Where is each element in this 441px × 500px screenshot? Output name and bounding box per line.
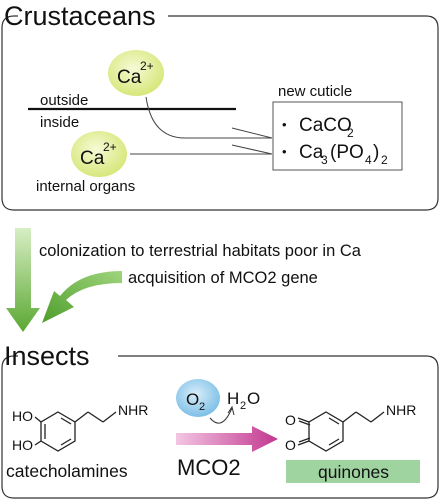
cuticle-box xyxy=(272,101,403,171)
water-release-arrow xyxy=(209,407,233,424)
ca-ion-top-charge: 2+ xyxy=(140,59,154,73)
cuticle-title: new cuticle xyxy=(278,83,352,100)
cuticle-item-2-sub3: 2 xyxy=(381,153,388,167)
quinone-nhr: NHR xyxy=(386,402,416,418)
catecholamines-label: catecholamines xyxy=(6,461,128,481)
cuticle-item-2-sub2: 4 xyxy=(365,153,372,167)
quinone-o-top: O xyxy=(285,412,296,428)
catecholamine-structure xyxy=(34,411,117,452)
cuticle-item-2-sub1: 3 xyxy=(321,153,328,167)
evolution-section: colonization to terrestrial habitats poo… xyxy=(6,228,362,332)
label-outside: outside xyxy=(40,92,88,109)
h2o-o: O xyxy=(247,389,260,408)
quinones-label-box xyxy=(286,460,420,483)
ca-ion-top-bubble xyxy=(108,50,164,96)
mco2-gene-text: acquisition of MCO2 gene xyxy=(128,269,318,287)
cuticle-item-1-text: CaCO xyxy=(299,115,352,136)
arrow-from-outside-head xyxy=(231,127,273,139)
o2-bubble xyxy=(176,379,220,417)
quinones-label: quinones xyxy=(318,462,389,482)
h2o-subscript: 2 xyxy=(240,400,246,412)
water-release-arrow-head xyxy=(227,405,235,416)
green-down-arrow xyxy=(6,228,40,332)
cuticle-item-2-text: Ca xyxy=(299,142,324,163)
ca-ion-bottom-charge: 2+ xyxy=(103,140,117,154)
ca-ion-top-symbol: Ca xyxy=(117,67,142,88)
crustaceans-panel: Crustaceans Ca 2+ outside inside Ca 2+ i… xyxy=(1,1,439,211)
crustaceans-title: Crustaceans xyxy=(4,1,156,31)
catecholamine-nhr: NHR xyxy=(118,402,148,418)
quinone-structure xyxy=(297,411,385,452)
cuticle-bullet-1: • xyxy=(282,117,287,132)
h2o-h: H xyxy=(227,389,239,408)
cuticle-bullet-2: • xyxy=(282,144,287,159)
insects-panel: Insects HO HO NHR catecholamines O 2 H 2… xyxy=(1,341,439,499)
colonization-text: colonization to terrestrial habitats poo… xyxy=(39,242,362,260)
cuticle-item-2-end: ) xyxy=(373,142,379,163)
o2-symbol: O xyxy=(186,390,199,409)
ca-ion-bottom-symbol: Ca xyxy=(80,148,105,169)
ca-ion-bottom-bubble xyxy=(71,131,127,177)
label-internal-organs: internal organs xyxy=(36,178,135,195)
cuticle-item-1-sub: 2 xyxy=(347,126,354,140)
catecholamine-ho-top: HO xyxy=(12,408,33,424)
insects-title: Insects xyxy=(4,341,90,371)
mco2-enzyme-label: MCO2 xyxy=(177,455,241,480)
quinone-o-bottom: O xyxy=(285,437,296,453)
catecholamine-ho-bottom: HO xyxy=(12,437,33,453)
green-curved-arrow xyxy=(42,271,122,323)
arrow-from-outside xyxy=(145,96,272,139)
cuticle-item-2-mid: (PO xyxy=(330,142,364,163)
arrow-from-inside-head xyxy=(231,144,273,155)
label-inside: inside xyxy=(40,114,79,131)
o2-subscript: 2 xyxy=(199,401,205,413)
mco2-reaction-arrow xyxy=(176,426,278,452)
